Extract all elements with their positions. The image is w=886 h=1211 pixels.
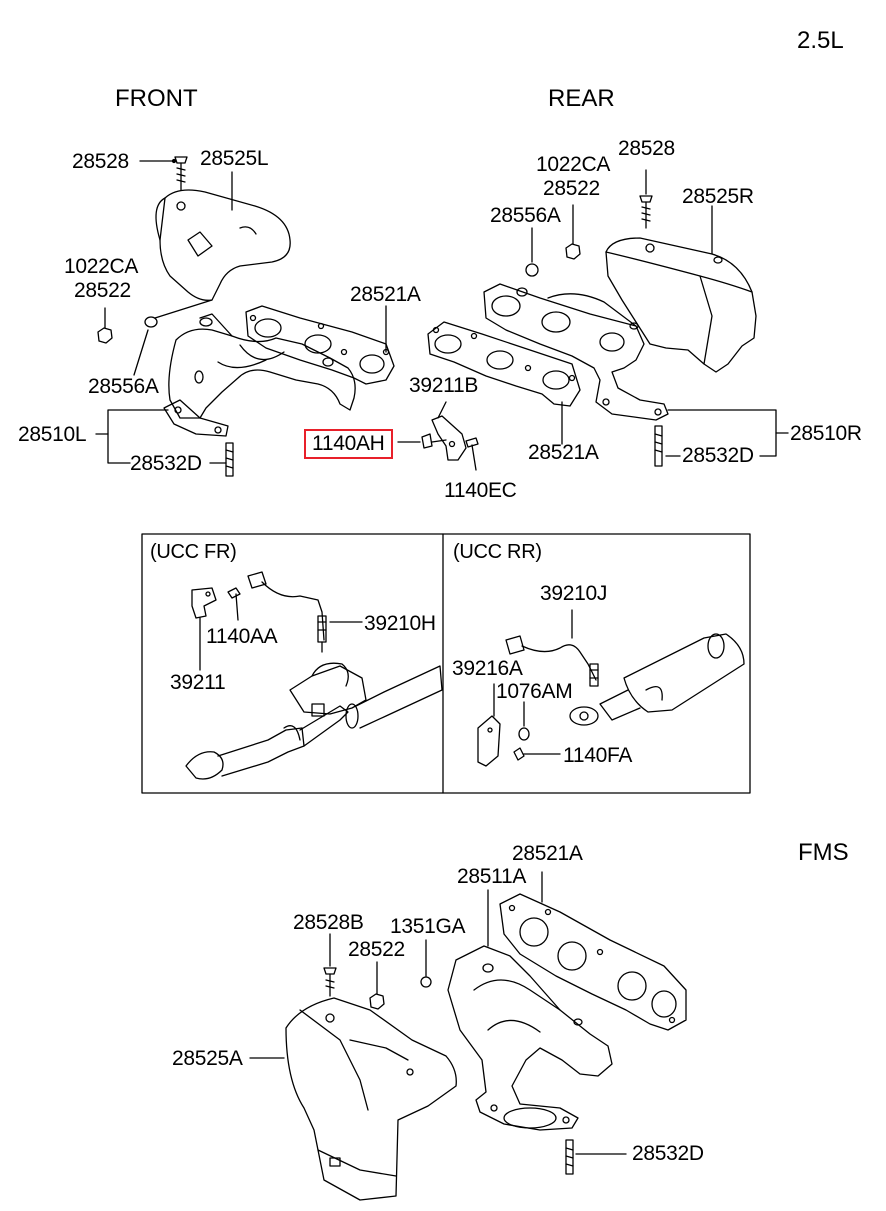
part-label-1076am[interactable]: 1076AM <box>496 680 573 703</box>
part-label-1022ca-front[interactable]: 1022CA <box>64 255 139 278</box>
part-label-1140ec[interactable]: 1140EC <box>444 479 517 502</box>
part-label-28532d-rear[interactable]: 28532D <box>682 444 754 467</box>
part-label-39210j[interactable]: 39210J <box>540 582 608 605</box>
part-label-28525a[interactable]: 28525A <box>172 1047 243 1070</box>
part-label-28521a-rear[interactable]: 28521A <box>528 441 599 464</box>
stud-front <box>226 443 233 476</box>
part-label-28522-rear[interactable]: 28522 <box>543 177 600 200</box>
part-label-28521a-front[interactable]: 28521A <box>350 283 421 306</box>
engine-label: 2.5L <box>797 27 844 54</box>
part-label-28525l[interactable]: 28525L <box>200 147 269 170</box>
part-label-1022ca-rear[interactable]: 1022CA <box>536 153 611 176</box>
ucc-fr-pipe <box>186 663 442 779</box>
washer-fms <box>421 977 431 987</box>
part-label-28528-front[interactable]: 28528 <box>72 150 129 173</box>
part-label-28522-fms[interactable]: 28522 <box>348 938 405 961</box>
manifold-rear <box>484 284 668 420</box>
inset-title-ucc-rr: (UCC RR) <box>453 541 542 563</box>
part-label-28532d-fms[interactable]: 28532D <box>632 1142 704 1165</box>
part-label-1140fa[interactable]: 1140FA <box>563 744 633 767</box>
gasket-fms <box>500 894 686 1030</box>
inset-frame <box>142 534 750 793</box>
part-label-39210h[interactable]: 39210H <box>364 612 436 635</box>
heat-protector-rear <box>606 238 756 372</box>
part-label-28521a-fms[interactable]: 28521A <box>512 842 583 865</box>
part-label-28522-front[interactable]: 28522 <box>74 279 131 302</box>
part-label-28556a-rear[interactable]: 28556A <box>490 204 561 227</box>
part-label-39211[interactable]: 39211 <box>170 671 226 694</box>
part-label-28510l[interactable]: 28510L <box>18 423 87 446</box>
part-label-28532d-front[interactable]: 28532D <box>130 452 202 475</box>
sensor-bracket-center <box>432 416 466 460</box>
ucc-rr-bolt <box>514 748 560 760</box>
inset-title-ucc-fr: (UCC FR) <box>150 541 237 563</box>
part-label-39216a[interactable]: 39216A <box>452 657 523 680</box>
ucc-rr-muffler <box>570 634 744 725</box>
nut-fms <box>370 994 384 1009</box>
nut-front <box>98 328 112 343</box>
heat-protector-fms <box>286 998 456 1200</box>
part-label-28510r[interactable]: 28510R <box>790 422 862 445</box>
ucc-rr-washer <box>519 728 529 740</box>
washer-front <box>145 317 157 327</box>
gasket-front <box>246 306 394 384</box>
bolt-28528-front <box>175 157 187 190</box>
part-label-1140ah-highlighted[interactable]: 1140AH <box>304 429 393 459</box>
part-label-28528b[interactable]: 28528B <box>293 911 364 934</box>
bolt-fms <box>324 968 336 996</box>
front-heading: FRONT <box>115 85 198 112</box>
ucc-fr-sensor <box>248 572 326 652</box>
fms-heading: FMS <box>798 839 849 866</box>
manifold-fms <box>448 946 612 1130</box>
bolt-1140ah <box>422 434 446 448</box>
heat-protector-front <box>156 190 290 300</box>
ucc-fr-bracket <box>192 588 216 618</box>
nut-rear <box>566 244 580 259</box>
manifold-front <box>164 314 355 436</box>
part-label-39211b[interactable]: 39211B <box>409 374 479 397</box>
part-label-28528-rear[interactable]: 28528 <box>618 137 675 160</box>
ucc-rr-sensor <box>506 636 598 686</box>
bolt-1140ec <box>466 438 478 470</box>
rear-heading: REAR <box>548 85 615 112</box>
bolt-28528-rear <box>640 196 652 228</box>
part-label-28525r[interactable]: 28525R <box>682 185 754 208</box>
washer-rear <box>526 264 538 276</box>
ucc-fr-bolt <box>228 588 240 620</box>
part-label-28511a[interactable]: 28511A <box>457 865 527 888</box>
stud-fms <box>566 1140 573 1174</box>
part-label-1351ga[interactable]: 1351GA <box>390 915 466 938</box>
ucc-rr-bracket <box>478 716 500 766</box>
part-label-28556a-front[interactable]: 28556A <box>88 375 159 398</box>
stud-rear <box>655 426 662 466</box>
part-label-1140aa[interactable]: 1140AA <box>206 625 278 648</box>
